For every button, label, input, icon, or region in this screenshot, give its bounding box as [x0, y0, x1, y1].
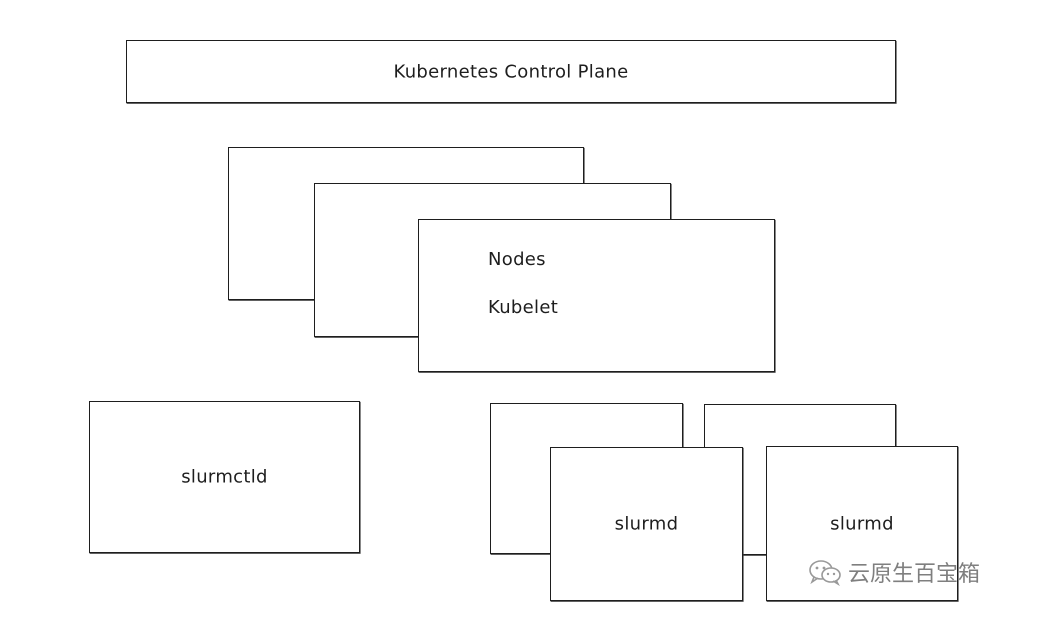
wechat-icon — [809, 560, 841, 586]
slurmctld-box: slurmctld — [89, 401, 360, 553]
slurmd-box-2: slurmd — [766, 446, 958, 601]
kubelet-label: Kubelet — [488, 297, 559, 318]
slurmctld-label: slurmctld — [181, 466, 268, 488]
control-plane-label: Kubernetes Control Plane — [393, 61, 629, 82]
control-plane-box: Kubernetes Control Plane — [126, 40, 896, 103]
slurmd-label-2: slurmd — [830, 513, 894, 534]
slurmd-box-1: slurmd — [550, 447, 743, 601]
nodes-label: Nodes — [488, 249, 546, 270]
node-box-front: Nodes Kubelet — [418, 219, 775, 372]
watermark: 云原生百宝箱 — [808, 556, 980, 588]
slurmd-label-1: slurmd — [614, 513, 679, 535]
watermark-text: 云原生百宝箱 — [848, 562, 981, 587]
